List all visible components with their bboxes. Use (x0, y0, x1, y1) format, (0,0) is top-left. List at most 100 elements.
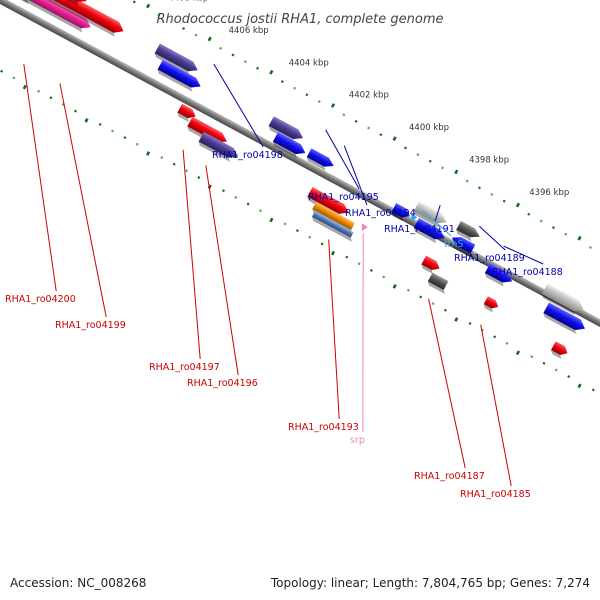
gene-ro04198-blue (157, 59, 201, 92)
gene-label-ro04198: RHA1_ro04198 (212, 150, 283, 161)
gene-ro04199-red (41, 0, 124, 37)
minor-tick-mark (194, 33, 198, 37)
major-tick-mark (392, 136, 397, 142)
gene-ro04189 (456, 220, 480, 242)
map-title: Rhodococcus jostii RHA1, complete genome (157, 12, 444, 27)
minor-tick-mark (320, 242, 324, 246)
minor-tick-mark (305, 93, 309, 97)
major-tick-mark (330, 250, 336, 256)
minor-tick-mark (552, 226, 555, 230)
minor-tick-mark (197, 176, 201, 179)
minor-tick-mark (490, 192, 494, 196)
leader-line (325, 129, 360, 190)
major-tick-mark (145, 151, 151, 156)
minor-tick-mark (256, 66, 260, 70)
major-tick-mark (84, 117, 89, 123)
minor-tick-mark (295, 229, 299, 233)
minor-tick-mark (231, 53, 235, 57)
gene-far-blue (543, 302, 585, 335)
gene-ro04193-steel (312, 211, 354, 242)
leader-line (205, 165, 239, 376)
minor-tick-mark (37, 89, 41, 93)
major-tick-mark (454, 169, 459, 175)
minor-tick-mark (345, 255, 349, 259)
leader-line (343, 145, 368, 206)
minor-tick-mark (160, 156, 164, 160)
minor-tick-mark (419, 295, 423, 299)
leader-line (23, 63, 57, 292)
minor-tick-mark (443, 308, 447, 312)
minor-tick-mark (505, 341, 509, 345)
minor-tick-mark (111, 129, 114, 133)
major-tick-mark (269, 69, 274, 75)
minor-tick-mark (369, 268, 373, 272)
minor-tick-mark (219, 46, 223, 50)
leader-line (480, 324, 512, 487)
leader-line (434, 205, 441, 222)
minor-tick-mark (493, 335, 497, 339)
tick-label: 4406 kbp (229, 26, 269, 36)
minor-tick-mark (283, 222, 287, 226)
gene-features (0, 0, 585, 360)
leader-line (213, 63, 264, 148)
gene-trnS (413, 201, 447, 228)
track-guides (0, 0, 595, 392)
minor-tick-mark (157, 13, 161, 17)
gene-labels: RHA1_ro04200RHA1_ro04199RHA1_ro04198RHA1… (5, 63, 563, 500)
gene-ro04194 (306, 148, 334, 171)
minor-tick-mark (246, 202, 250, 206)
minor-tick-mark (293, 86, 297, 90)
gene-label-ro04187: RHA1_ro04187 (414, 471, 485, 482)
gene-label-ro04196: RHA1_ro04196 (187, 378, 258, 389)
gene-ro04199-small (63, 0, 87, 6)
gene-ro04191 (391, 203, 410, 222)
minor-tick-mark (406, 288, 410, 292)
minor-tick-mark (404, 146, 407, 150)
gene-ro04185 (483, 296, 499, 313)
minor-tick-mark (182, 27, 186, 30)
leader-line (182, 149, 201, 360)
gene-label-ro04200: RHA1_ro04200 (5, 294, 76, 305)
major-tick-mark (454, 317, 459, 322)
major-tick-mark (330, 103, 336, 108)
gene-ro04189-b (449, 237, 476, 258)
gene-ro04187-gray (427, 272, 449, 295)
minor-tick-mark (317, 100, 321, 103)
minor-tick-mark (416, 153, 420, 157)
gene-far-gray (541, 283, 584, 316)
minor-tick-mark (478, 186, 481, 190)
minor-tick-mark (379, 133, 383, 137)
minor-tick-mark (172, 162, 176, 166)
minor-tick-mark (0, 69, 4, 73)
leader-line (503, 245, 544, 265)
major-tick-mark (577, 383, 582, 389)
minor-tick-mark (132, 0, 136, 4)
minor-tick-mark (465, 179, 469, 183)
minor-tick-mark (567, 375, 571, 379)
accession-text: Accession: NC_008268 (10, 576, 147, 590)
tick-label: 4398 kbp (469, 156, 509, 166)
minor-tick-mark (431, 302, 435, 306)
minor-tick-mark (135, 142, 139, 146)
minor-tick-mark (527, 212, 531, 216)
major-tick-mark (22, 84, 27, 90)
minor-tick-mark (280, 80, 284, 84)
minor-tick-mark (428, 159, 432, 163)
leader-line (478, 225, 506, 251)
minor-tick-mark (49, 96, 53, 100)
minor-tick-mark (530, 355, 534, 359)
minor-tick-mark (234, 195, 238, 199)
minor-tick-mark (468, 322, 472, 325)
major-tick-mark (577, 235, 582, 241)
gene-ro04195-blue (272, 132, 306, 159)
tick-label: 4400 kbp (409, 123, 449, 133)
tick-label: 4404 kbp (289, 58, 329, 68)
srp-marker (361, 223, 368, 232)
gene-ro04188 (484, 263, 513, 287)
gene-ro04191-b (413, 218, 445, 244)
major-tick-mark (392, 283, 397, 289)
major-tick-mark (207, 36, 212, 42)
trns-marker (411, 213, 418, 222)
